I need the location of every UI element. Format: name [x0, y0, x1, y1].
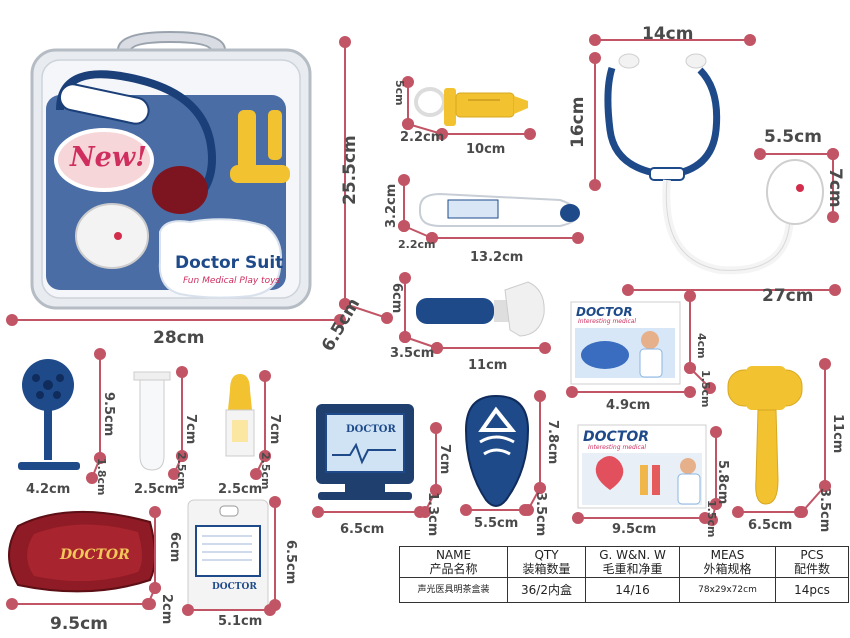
monitor-height-label: 7cm [437, 444, 452, 475]
hammer-width-label: 6.5cm [748, 518, 793, 533]
dropper-height-label: 7cm [267, 414, 282, 445]
dropper-width-label: 2.5cm [218, 482, 263, 497]
hammer-depth-label: 3.5cm [817, 488, 832, 533]
dimension-lines [6, 34, 841, 616]
test-tube-width-label: 2.5cm [134, 482, 179, 497]
id-card-illustration [187, 499, 269, 611]
test-tube-height-label: 7cm [183, 414, 198, 445]
otoscope-depth-label: 3.5cm [390, 346, 435, 361]
test-tube-illustration [133, 371, 171, 471]
cell-name: 声光医具明茶盒装 [399, 577, 508, 603]
syringe-depth-label: 2.2cm [400, 130, 445, 145]
card-large-title: DOCTOR [583, 429, 650, 445]
monitor-width-label: 6.5cm [340, 522, 385, 537]
stethoscope-chest-height-label: 7cm [825, 168, 845, 208]
card-small-title: DOCTOR [576, 305, 633, 319]
cell-meas: 78x29x72cm [679, 577, 776, 603]
stethoscope-length-label: 27cm [762, 286, 814, 306]
tray-illustration [8, 511, 156, 593]
case-width-label: 28cm [153, 328, 205, 348]
spec-data-row: 声光医具明茶盒装 36/2内盒 14/16 78x29x72cm 14pcs [399, 577, 849, 603]
case-brand-name: Doctor Suit [175, 253, 284, 273]
card-small-height-label: 4cm [695, 333, 708, 359]
doctor-case [30, 30, 312, 310]
hammer-height-label: 11cm [830, 414, 845, 454]
card-small-subtitle: Interesting medical [578, 318, 637, 325]
card-small-depth-label: 1.5cm [699, 370, 712, 408]
monitor-illustration [316, 404, 414, 500]
id-card-label: DOCTOR [212, 582, 257, 592]
syringe-illustration [414, 87, 528, 126]
stethoscope-chest-width-label: 5.5cm [764, 127, 822, 147]
case-tagline: Fun Medical Play toys [183, 276, 281, 286]
chestpiece-height-label: 7.8cm [545, 420, 560, 465]
card-small-width-label: 4.9cm [606, 398, 651, 413]
head-mirror-width-label: 4.2cm [26, 482, 71, 497]
hammer-illustration [727, 366, 803, 505]
stethoscope-height-label: 16cm [568, 96, 588, 148]
thermometer-length-label: 13.2cm [470, 250, 524, 265]
tray-height-label: 6cm [167, 532, 182, 563]
id-card-height-label: 6.5cm [283, 540, 298, 585]
cell-pcs: 14pcs [775, 577, 849, 603]
syringe-height-label: 5cm [393, 80, 406, 106]
syringe-length-label: 10cm [466, 142, 506, 157]
tray-label: DOCTOR [60, 547, 130, 563]
card-small-illustration [570, 301, 681, 385]
tray-width-label: 9.5cm [50, 614, 108, 634]
head-mirror-illustration [18, 359, 80, 470]
thermometer-height-label: 3.2cm [384, 183, 399, 228]
cell-qty: 36/2内盒 [507, 577, 586, 603]
monitor-label: DOCTOR [346, 424, 396, 435]
thermometer-depth-label: 2.2cm [398, 238, 436, 251]
thermometer-illustration [419, 192, 580, 227]
otoscope-height-label: 6cm [389, 283, 404, 314]
card-large-depth-label: 1.5cm [705, 500, 718, 538]
card-large-width-label: 9.5cm [612, 522, 657, 537]
card-large-illustration [577, 424, 707, 509]
card-large-height-label: 5.8cm [715, 460, 730, 505]
otoscope-illustration [416, 281, 545, 337]
chestpiece-depth-label: 3.5cm [533, 492, 548, 537]
case-height-label: 25.5cm [340, 135, 360, 205]
stethoscope-width-label: 14cm [642, 24, 694, 44]
cell-weight: 14/16 [585, 577, 680, 603]
otoscope-length-label: 11cm [468, 358, 508, 373]
monitor-depth-label: 1.3cm [425, 492, 440, 537]
head-mirror-depth-label: 1.8cm [95, 458, 108, 496]
stethoscope-illustration [604, 53, 824, 275]
dropper-illustration [225, 374, 255, 457]
case-new-badge: New! [70, 142, 147, 173]
card-large-subtitle: Interesting medical [588, 444, 647, 451]
head-mirror-height-label: 9.5cm [101, 392, 116, 437]
chestpiece-width-label: 5.5cm [474, 516, 519, 531]
chestpiece-illustration [464, 394, 530, 507]
tray-depth-label: 2cm [159, 594, 174, 625]
id-card-width-label: 5.1cm [218, 614, 263, 629]
